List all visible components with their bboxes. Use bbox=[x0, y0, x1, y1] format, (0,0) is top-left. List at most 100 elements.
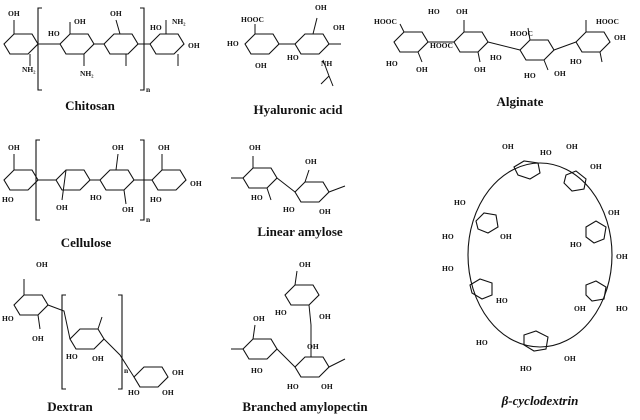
branched-amylopectin-panel: OH HO OH OH HO OH HO OH Branched amylope… bbox=[225, 255, 385, 420]
mol-label: OH bbox=[172, 368, 184, 377]
mol-label: OH bbox=[319, 312, 331, 321]
beta-cyclodextrin-structure: OH HO OH OH HO OH OH HO HO OH HO HO OH H… bbox=[442, 142, 628, 373]
mol-label: n bbox=[124, 366, 129, 375]
alginate-panel: HOOC HO HOOC OH HO HOOC OH HOOC HO OH OH… bbox=[370, 0, 640, 120]
mol-label: OH bbox=[474, 65, 486, 74]
mol-label: OH bbox=[188, 41, 200, 50]
mol-label: OH bbox=[333, 23, 345, 32]
mol-label: HOOC bbox=[374, 17, 397, 26]
mol-label: HO bbox=[442, 232, 454, 241]
mol-label: OH bbox=[564, 354, 576, 363]
mol-label: HO bbox=[496, 296, 508, 305]
cellulose-panel: OH HO OH OH HO OH OH HO OH n Cellulose bbox=[0, 130, 210, 250]
mol-label: OH bbox=[500, 232, 512, 241]
mol-label: HO bbox=[476, 338, 488, 347]
mol-label: HO bbox=[283, 205, 295, 214]
mol-label: OH bbox=[190, 179, 202, 188]
mol-label: OH bbox=[110, 9, 122, 18]
mol-label: OH bbox=[32, 334, 44, 343]
mol-label: OH bbox=[56, 203, 68, 212]
mol-label: HOOC bbox=[510, 29, 533, 38]
mol-label: HO bbox=[128, 388, 140, 397]
mol-label: HO bbox=[66, 352, 78, 361]
linear-amylose-caption: Linear amylose bbox=[257, 224, 343, 239]
mol-label: OH bbox=[122, 205, 134, 214]
mol-label: HO bbox=[616, 304, 628, 313]
hyaluronic-acid-caption: Hyaluronic acid bbox=[253, 102, 343, 117]
mol-label: HOOC bbox=[596, 17, 619, 26]
branched-amylopectin-caption: Branched amylopectin bbox=[242, 399, 368, 414]
mol-label: n bbox=[146, 215, 151, 224]
mol-label: HO bbox=[454, 198, 466, 207]
mol-label: HO bbox=[524, 71, 536, 80]
mol-label: HO bbox=[2, 195, 14, 204]
mol-label: NH₂ bbox=[22, 65, 36, 74]
mol-label: NH₂ bbox=[80, 69, 94, 78]
hyaluronic-acid-structure: HOOC OH HO OH HO OH NH bbox=[227, 3, 345, 87]
mol-label: OH bbox=[92, 354, 104, 363]
mol-label: HO bbox=[48, 29, 60, 38]
mol-label: OH bbox=[502, 142, 514, 151]
mol-label: HO bbox=[2, 314, 14, 323]
mol-label: HO bbox=[570, 240, 582, 249]
mol-label: OH bbox=[616, 252, 628, 261]
mol-label: OH bbox=[305, 157, 317, 166]
mol-label: HO bbox=[540, 148, 552, 157]
chitosan-structure: OH NH₂ HO OH NH₂ OH HO OH NH₂ n bbox=[3, 7, 200, 94]
mol-label: OH bbox=[319, 207, 331, 216]
mol-label: OH bbox=[554, 69, 566, 78]
dextran-panel: OH HO OH HO OH HO OH OH n Dextran bbox=[0, 255, 200, 420]
mol-label: HO bbox=[287, 53, 299, 62]
mol-label: HOOC bbox=[241, 15, 264, 24]
hyaluronic-acid-panel: HOOC OH HO OH HO OH NH Hyaluronic acid bbox=[225, 0, 365, 122]
mol-label: OH bbox=[8, 9, 20, 18]
beta-cyclodextrin-panel: OH HO OH OH HO OH OH HO HO OH HO HO OH H… bbox=[440, 135, 640, 420]
mol-label: OH bbox=[456, 7, 468, 16]
dextran-caption: Dextran bbox=[47, 399, 93, 414]
mol-label: HO bbox=[275, 308, 287, 317]
chitosan-caption: Chitosan bbox=[65, 98, 115, 113]
mol-label: HO bbox=[386, 59, 398, 68]
chitosan-panel: OH NH₂ HO OH NH₂ OH HO OH NH₂ n Chitosan bbox=[0, 0, 210, 120]
mol-label: n bbox=[146, 85, 151, 94]
linear-amylose-panel: OH HO OH HO OH Linear amylose bbox=[225, 140, 365, 245]
beta-cyclodextrin-caption: β-cyclodextrin bbox=[501, 393, 579, 408]
mol-label: NH bbox=[321, 59, 332, 68]
mol-label: HO bbox=[227, 39, 239, 48]
mol-label: OH bbox=[299, 260, 311, 269]
mol-label: OH bbox=[162, 388, 174, 397]
mol-label: HO bbox=[150, 23, 162, 32]
dextran-structure: OH HO OH HO OH HO OH OH n bbox=[2, 260, 184, 397]
mol-label: HO bbox=[251, 366, 263, 375]
mol-label: HO bbox=[490, 53, 502, 62]
mol-label: OH bbox=[255, 61, 267, 70]
mol-label: OH bbox=[614, 33, 626, 42]
mol-label: OH bbox=[590, 162, 602, 171]
mol-label: HO bbox=[442, 264, 454, 273]
mol-label: HOOC bbox=[430, 41, 453, 50]
alginate-caption: Alginate bbox=[496, 94, 544, 109]
mol-label: OH bbox=[574, 304, 586, 313]
mol-label: OH bbox=[566, 142, 578, 151]
alginate-structure: HOOC HO HOOC OH HO HOOC OH HOOC HO OH OH… bbox=[374, 7, 626, 80]
mol-label: HO bbox=[251, 193, 263, 202]
mol-label: OH bbox=[112, 143, 124, 152]
mol-label: HO bbox=[287, 382, 299, 391]
cellulose-structure: OH HO OH OH HO OH OH HO OH n bbox=[2, 139, 202, 224]
mol-label: OH bbox=[307, 342, 319, 351]
mol-label: OH bbox=[158, 143, 170, 152]
mol-label: OH bbox=[253, 314, 265, 323]
mol-label: HO bbox=[150, 195, 162, 204]
cellulose-caption: Cellulose bbox=[60, 235, 112, 250]
mol-label: HO bbox=[90, 193, 102, 202]
mol-label: OH bbox=[315, 3, 327, 12]
linear-amylose-structure: OH HO OH HO OH bbox=[231, 143, 346, 216]
mol-label: OH bbox=[416, 65, 428, 74]
mol-label: OH bbox=[321, 382, 333, 391]
mol-label: OH bbox=[249, 143, 261, 152]
mol-label: OH bbox=[8, 143, 20, 152]
branched-amylopectin-structure: OH HO OH OH HO OH HO OH bbox=[231, 260, 346, 391]
mol-label: NH₂ bbox=[172, 17, 186, 26]
mol-label: HO bbox=[428, 7, 440, 16]
